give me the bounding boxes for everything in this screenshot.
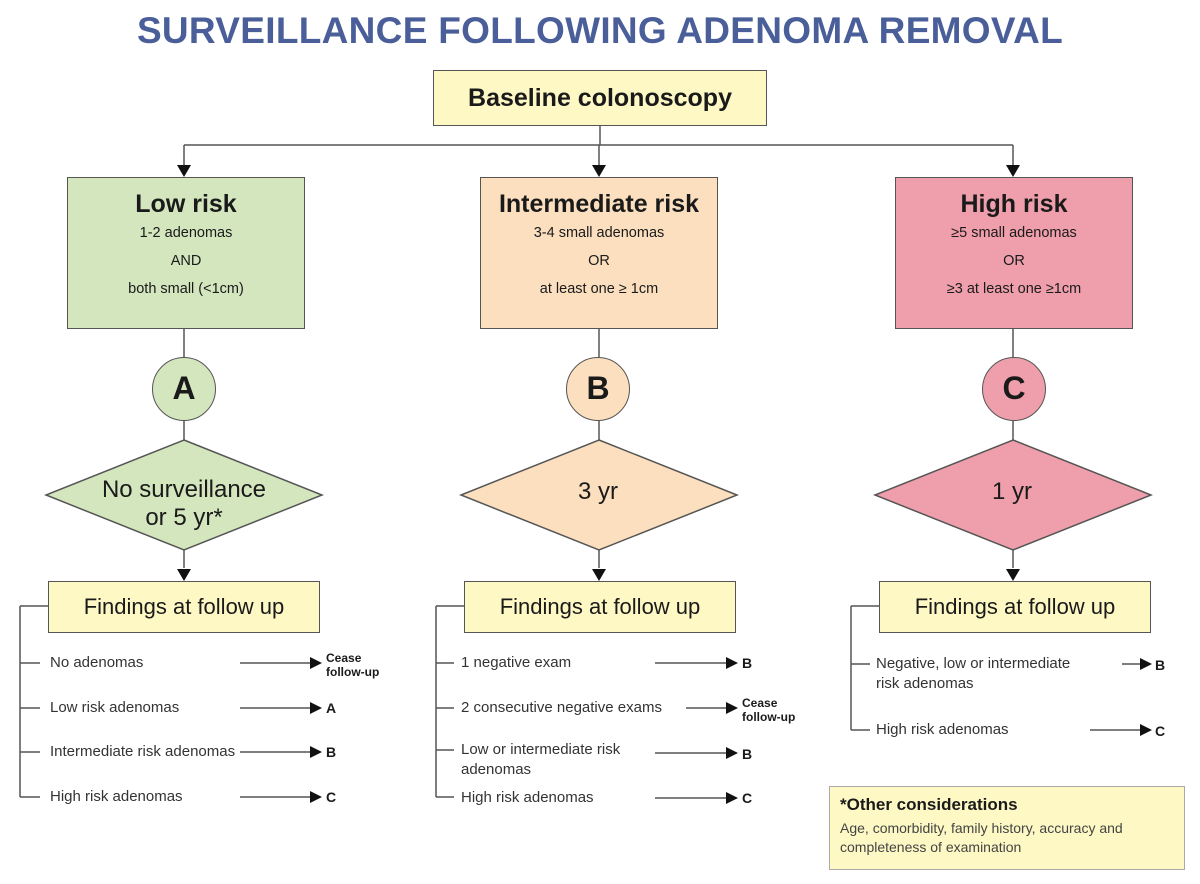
arrow-head-down — [177, 165, 191, 177]
low-risk-box: Low risk 1-2 adenomas AND both small (<1… — [67, 177, 305, 329]
arrow-head-right — [310, 657, 322, 669]
interval-line: 1 yr — [991, 478, 1032, 505]
intermediate-risk-box: Intermediate risk 3-4 small adenomas OR … — [480, 177, 718, 329]
outcome-target: C — [326, 789, 337, 805]
outcome-target: C — [1155, 723, 1166, 739]
arrow-head-down — [177, 569, 191, 581]
target-line: follow-up — [742, 710, 796, 724]
other-considerations-title: *Other considerations — [840, 795, 1018, 814]
arrow-head-right — [310, 702, 322, 714]
outcome-target-cease: Cease follow-up — [742, 696, 795, 724]
risk-criteria-line: 3-4 small adenomas — [533, 225, 665, 241]
arrow-head-right — [310, 791, 322, 803]
outcome-target: B — [1155, 657, 1166, 673]
intermediate-risk-interval: 3 yr — [462, 478, 734, 506]
outcome-target: C — [742, 790, 753, 806]
baseline-colonoscopy-box: Baseline colonoscopy — [433, 70, 767, 126]
row-line: Negative, low or intermediate — [876, 655, 1071, 672]
arrow-head-right — [726, 792, 738, 804]
interval-line: or 5 yr* — [145, 504, 223, 531]
arrow-head-right — [726, 657, 738, 669]
low-risk-outcome-row: Low risk adenomas — [50, 699, 180, 716]
high-risk-circle-c: C — [982, 357, 1046, 421]
risk-title: Low risk — [135, 190, 237, 218]
arrow-head-right — [1140, 658, 1152, 670]
intermediate-risk-outcome-row: High risk adenomas — [461, 789, 594, 806]
arrow-head-right — [1140, 724, 1152, 736]
target-line: Cease — [326, 651, 362, 665]
high-risk-outcome-row: Negative, low or intermediate risk adeno… — [876, 654, 1070, 694]
risk-criteria-line: OR — [1003, 253, 1025, 269]
other-considerations-body: Age, comorbidity, family history, accura… — [840, 820, 1123, 855]
low-risk-findings-box: Findings at follow up — [48, 581, 320, 633]
high-risk-outcome-row: High risk adenomas — [876, 721, 1009, 738]
arrow-head-down — [592, 165, 606, 177]
other-considerations-box: *Other considerations Age, comorbidity, … — [829, 786, 1185, 870]
risk-criteria-line: ≥5 small adenomas — [951, 225, 1077, 241]
outcome-target: B — [742, 655, 753, 671]
high-risk-interval: 1 yr — [876, 478, 1148, 506]
risk-criteria-line: ≥3 at least one ≥1cm — [946, 281, 1082, 297]
high-risk-findings-box: Findings at follow up — [879, 581, 1151, 633]
arrow-head-down — [1006, 569, 1020, 581]
low-risk-outcome-row: Intermediate risk adenomas — [50, 743, 236, 760]
risk-criteria-line: at least one ≥ 1cm — [539, 281, 659, 297]
risk-criteria-line: 1-2 adenomas — [139, 225, 233, 241]
arrow-head-right — [310, 746, 322, 758]
low-risk-outcome-row: No adenomas — [50, 654, 144, 671]
outcome-target: A — [326, 700, 337, 716]
outcome-target: B — [742, 746, 753, 762]
low-risk-interval: No surveillance or 5 yr* — [50, 476, 318, 532]
high-risk-box: High risk ≥5 small adenomas OR ≥3 at lea… — [895, 177, 1133, 329]
row-line: Low or intermediate risk — [461, 741, 621, 758]
risk-criteria-line: both small (<1cm) — [128, 281, 244, 297]
risk-title: High risk — [960, 190, 1068, 218]
arrow-head-right — [726, 747, 738, 759]
risk-criteria-line: AND — [170, 253, 202, 269]
arrow-head-right — [726, 702, 738, 714]
outcome-target-cease: Cease follow-up — [326, 651, 379, 679]
target-line: Cease — [742, 696, 778, 710]
row-line: adenomas — [461, 761, 532, 778]
risk-criteria-line: OR — [588, 253, 610, 269]
interval-line: 3 yr — [577, 478, 618, 505]
row-line: risk adenomas — [876, 675, 974, 692]
outcome-target: B — [326, 744, 337, 760]
intermediate-risk-outcome-row: Low or intermediate risk adenomas — [461, 740, 620, 780]
arrow-head-down — [1006, 165, 1020, 177]
target-line: follow-up — [326, 665, 380, 679]
intermediate-risk-circle-b: B — [566, 357, 630, 421]
interval-line: No surveillance — [101, 476, 267, 503]
arrow-head-down — [592, 569, 606, 581]
risk-title: Intermediate risk — [498, 190, 700, 218]
low-risk-outcome-row: High risk adenomas — [50, 788, 183, 805]
intermediate-risk-outcome-row: 2 consecutive negative exams — [461, 699, 662, 716]
intermediate-risk-outcome-row: 1 negative exam — [461, 654, 572, 671]
intermediate-risk-findings-box: Findings at follow up — [464, 581, 736, 633]
diagram-title: SURVEILLANCE FOLLOWING ADENOMA REMOVAL — [136, 10, 1064, 51]
low-risk-circle-a: A — [152, 357, 216, 421]
